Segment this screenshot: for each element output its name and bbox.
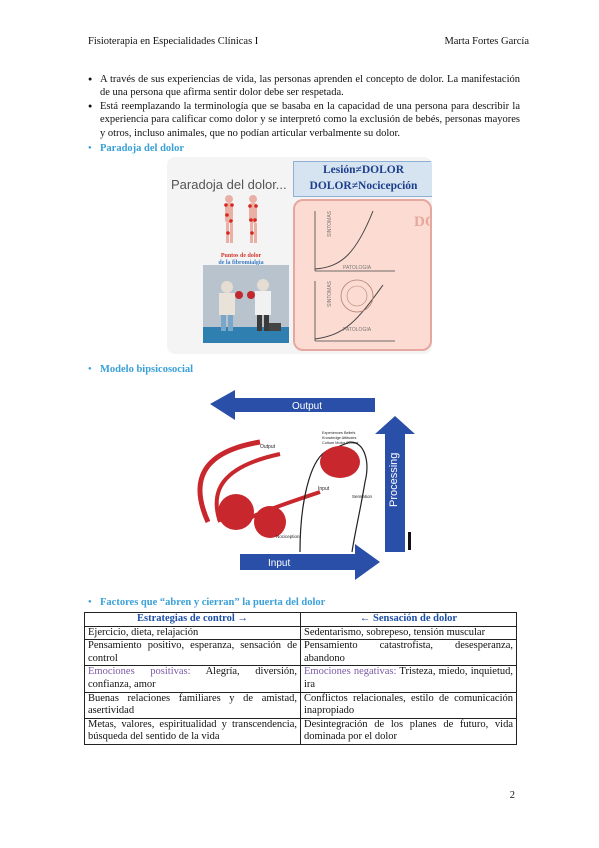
page-number: 2 (509, 790, 515, 801)
table-cell: Pensamiento catastrofista, desesperanza,… (300, 639, 517, 667)
figure-title: Paradoja del dolor... (171, 177, 287, 192)
small-input-label: Input (318, 486, 330, 492)
table-row: Metas, valores, espiritualidad y transce… (84, 717, 517, 745)
brain-icon (320, 446, 360, 478)
table-cell-text: Tristeza, miedo, inquietud, ira (304, 666, 513, 690)
caption-line: Puntos de dolor (220, 253, 262, 259)
emotion-label-negative: Emociones negativas: (304, 666, 397, 678)
table-cell: Conflictos relacionales, estilo de comun… (300, 691, 517, 719)
factors-table: Estrategias de control → ← Sensación de … (84, 612, 517, 745)
table-cell: Desintegración de los planes de futuro, … (300, 717, 517, 745)
header-author: Marta Fortes García (444, 36, 529, 47)
section-heading-paradoja: Paradoja del dolor (88, 143, 184, 154)
small-output-label: Output (260, 444, 276, 450)
table-cell: Ejercicio, dieta, relajación (84, 625, 301, 641)
section-heading-factores: Factores que “abren y cierran” la puerta… (88, 597, 325, 608)
input-label: Input (268, 558, 290, 569)
section-heading-modelo: Modelo bipsicosocial (88, 364, 193, 375)
table-cell: Pensamiento positivo, esperanza, sensaci… (84, 639, 301, 667)
output-arrow-icon (210, 390, 375, 420)
body-figures-icon (224, 195, 258, 243)
input-arrow-icon (240, 544, 380, 580)
figure-headline-box: Lesión≠DOLOR DOLOR≠Nocicepción (293, 161, 432, 197)
head-outline-icon (299, 441, 368, 553)
table-cell: Metas, valores, espiritualidad y transce… (84, 717, 301, 745)
label-patologia: PATOLOGIA (343, 327, 372, 333)
bullet-item: Está reemplazando la terminología que se… (88, 100, 520, 140)
output-label: Output (292, 401, 322, 412)
biopsychosocial-diagram-icon: Processing Output Input Output Input Sen… (197, 390, 415, 580)
figure-caption: Puntos de dolor de la fibromialgia (207, 253, 275, 267)
red-circle-icon (254, 506, 286, 538)
figure-paradoja: Paradoja del dolor... Lesión≠DOLOR DOLOR… (167, 157, 432, 354)
table-row: Pensamiento positivo, esperanza, sensaci… (84, 639, 517, 667)
nociception-label: Nociception (276, 534, 300, 539)
table-row: Emociones positivas: Alegría, diversión,… (84, 665, 517, 693)
table-row: Buenas relaciones familiares y de amista… (84, 691, 517, 719)
emotion-label-positive: Emociones positivas: (88, 666, 191, 678)
headline-lesion: Lesión≠DOLOR (322, 164, 405, 176)
label-patologia: PATOLOGIA (343, 265, 372, 271)
brain-top-label: Culture Motor Control (322, 441, 358, 445)
processing-arrow-icon (375, 416, 415, 552)
table-header-sensation: ← Sensación de dolor (300, 612, 517, 627)
intro-bullets: A través de sus experiencias de vida, la… (88, 73, 520, 140)
table-cell: Sedentarismo, sobrepeso, tensión muscula… (300, 625, 517, 641)
elderly-boxing-photo (203, 265, 289, 343)
table-cell-text: Alegría, diversión, confianza, amor (88, 666, 297, 690)
caption-line: de la fibromialgia (218, 260, 264, 266)
red-circle-icon (218, 494, 254, 530)
headline-nocicepcion: DOLOR≠Nocicepción (309, 180, 418, 192)
table-cell: Emociones positivas: Alegría, diversión,… (84, 665, 301, 693)
table-header-row: Estrategias de control → ← Sensación de … (84, 612, 517, 627)
dolor-graph-icon (314, 210, 395, 342)
dolor-diagram-panel (293, 199, 432, 351)
sensation-label: Sensation (352, 494, 373, 499)
label-sintomas: SINTOMAS (327, 280, 334, 308)
table-header-control: Estrategias de control → (84, 612, 301, 627)
processing-label: Processing (388, 453, 400, 507)
figure-modelo-biopsicosocial: Processing Output Input Output Input Sen… (180, 382, 420, 582)
table-cell: Emociones negativas: Tristeza, miedo, in… (300, 665, 517, 693)
brain-top-label: Knowledge Attitudes (322, 436, 357, 440)
bullet-item: A través de sus experiencias de vida, la… (88, 73, 520, 100)
boxers-icon (203, 265, 289, 343)
table-row: Ejercicio, dieta, relajación Sedentarism… (84, 625, 517, 641)
table-cell: Buenas relaciones familiares y de amista… (84, 691, 301, 719)
label-sintomas: SINTOMAS (327, 210, 334, 238)
dolor-vertical-text: DOLOR (414, 214, 432, 230)
header-title: Fisioterapia en Especialidades Clínicas … (88, 36, 259, 47)
brain-top-label: Experiences Beliefs (322, 431, 355, 435)
